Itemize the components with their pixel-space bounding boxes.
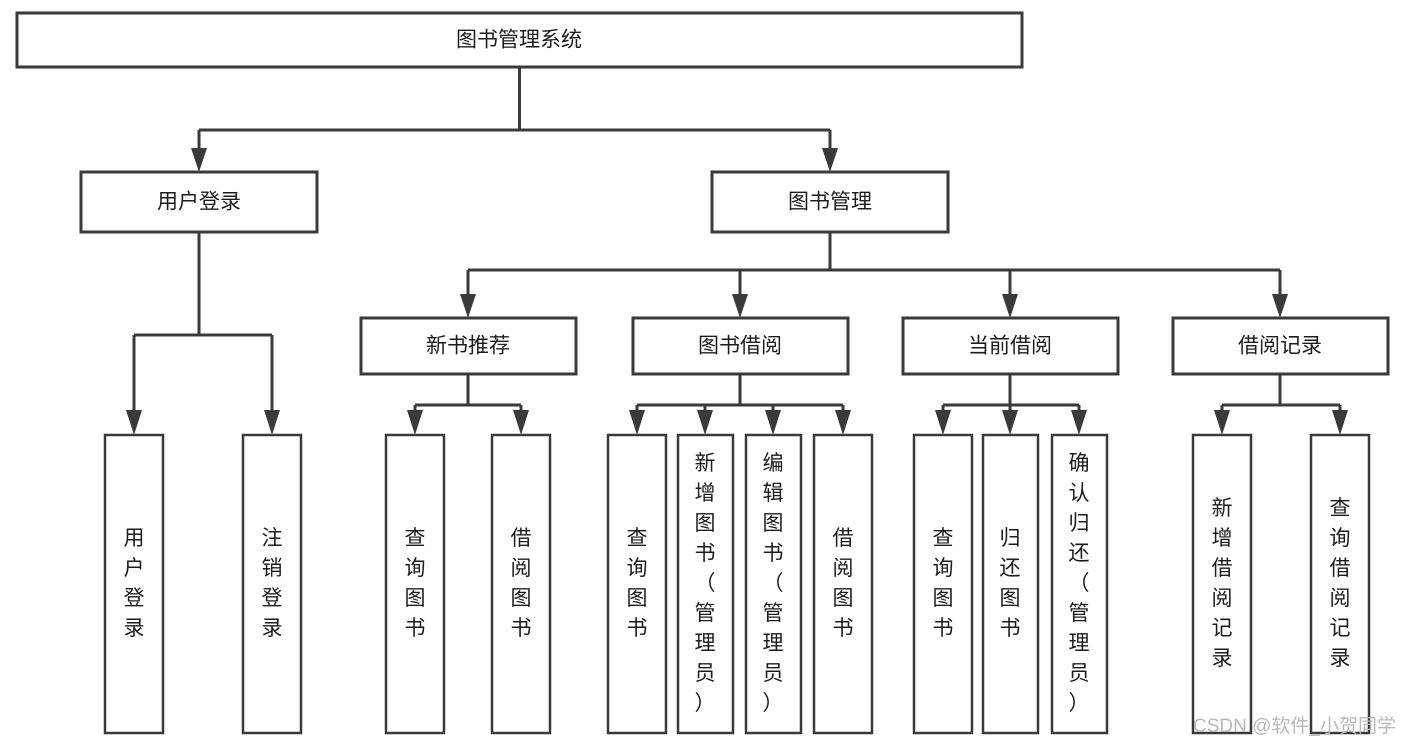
leaf-current-borrow-1-box[interactable] [981, 433, 1040, 735]
node-borrow-record-box[interactable] [1171, 316, 1390, 376]
node-root-label: 图书管理系统 [456, 29, 582, 52]
node-user-login-label: 用户登录 [157, 191, 241, 214]
arrow-to-user-login [191, 148, 207, 172]
leaf-user-login-0[interactable]: 用户登录 [103, 433, 165, 735]
leaf-borrow-record-1-box[interactable] [1309, 433, 1371, 735]
leaf-current-borrow-1-label: 归还图书 [1000, 527, 1021, 640]
node-borrow-record[interactable]: 借阅记录 [1171, 316, 1390, 376]
arrow-current-child-2 [1071, 410, 1087, 435]
leaf-current-borrow-0[interactable]: 查询图书 [912, 433, 974, 735]
node-new-book-recommend-box[interactable] [359, 316, 578, 376]
leaf-book-borrow-2[interactable]: 编辑图书（管理员） [744, 433, 803, 735]
arrow-borrow-child-1 [697, 410, 713, 435]
leaf-recommend-0[interactable]: 查询图书 [384, 433, 446, 735]
leaf-book-borrow-2-box[interactable] [744, 433, 803, 735]
node-user-login-box[interactable] [79, 170, 319, 234]
node-book-borrow[interactable]: 图书借阅 [631, 316, 850, 376]
arrow-level3-3 [1272, 294, 1288, 318]
node-new-book-recommend-label: 新书推荐 [426, 335, 510, 358]
leaf-borrow-record-0[interactable]: 新增借阅记录 [1191, 433, 1253, 735]
leaf-book-borrow-0-box[interactable] [606, 433, 668, 735]
leaf-book-borrow-1-box[interactable] [676, 433, 735, 735]
leaf-recommend-1[interactable]: 借阅图书 [490, 433, 552, 735]
arrow-current-child-0 [935, 410, 951, 435]
leaf-book-borrow-0-label: 查询图书 [627, 527, 648, 640]
leaf-borrow-record-1-label: 查询借阅记录 [1330, 497, 1351, 670]
leaf-current-borrow-2-box[interactable] [1050, 433, 1109, 735]
leaf-book-borrow-1[interactable]: 新增图书（管理员） [676, 433, 735, 735]
node-book-manage[interactable]: 图书管理 [710, 170, 950, 234]
node-root[interactable]: 图书管理系统 [15, 11, 1024, 69]
leaf-borrow-record-0-label: 新增借阅记录 [1212, 497, 1233, 670]
arrow-level3-2 [1002, 294, 1018, 318]
arrow-recommend-child-1 [513, 410, 529, 435]
node-current-borrow-box[interactable] [901, 316, 1120, 376]
leaf-book-borrow-1-label: 新增图书（管理员） [695, 452, 716, 715]
watermark-label: CSDN @软件_小贺同学 [1193, 715, 1396, 737]
arrow-borrow-child-3 [835, 410, 851, 435]
arrow-record-child-1 [1332, 410, 1348, 435]
node-book-borrow-label: 图书借阅 [698, 335, 782, 358]
arrow-level3-1 [732, 294, 748, 318]
arrow-to-book-manage [822, 148, 838, 172]
leaf-borrow-record-0-box[interactable] [1191, 433, 1253, 735]
leaf-book-borrow-3[interactable]: 借阅图书 [812, 433, 874, 735]
arrow-user-login-child-0 [126, 410, 142, 435]
leaf-recommend-1-box[interactable] [490, 433, 552, 735]
node-borrow-record-label: 借阅记录 [1238, 335, 1322, 358]
leaf-current-borrow-0-box[interactable] [912, 433, 974, 735]
arrow-level3-0 [460, 294, 476, 318]
leaf-current-borrow-0-label: 查询图书 [933, 527, 954, 640]
leaf-user-login-0-label: 用户登录 [124, 527, 145, 640]
node-book-borrow-box[interactable] [631, 316, 850, 376]
leaf-borrow-record-1[interactable]: 查询借阅记录 [1309, 433, 1371, 735]
leaf-book-borrow-3-box[interactable] [812, 433, 874, 735]
leaf-current-borrow-2[interactable]: 确认归还（管理员） [1050, 433, 1109, 735]
leaf-recommend-0-label: 查询图书 [405, 527, 426, 640]
arrow-borrow-child-0 [629, 410, 645, 435]
node-current-borrow-label: 当前借阅 [968, 335, 1052, 358]
arrow-borrow-child-2 [765, 410, 781, 435]
arrow-user-login-child-1 [264, 410, 280, 435]
leaf-user-login-1-label: 注销登录 [262, 527, 283, 640]
node-new-book-recommend[interactable]: 新书推荐 [359, 316, 578, 376]
leaf-user-login-1-box[interactable] [241, 433, 303, 735]
leaf-recommend-1-label: 借阅图书 [511, 527, 532, 640]
leaf-current-borrow-2-label: 确认归还（管理员） [1069, 452, 1090, 715]
arrow-recommend-child-0 [407, 410, 423, 435]
node-root-box[interactable] [15, 11, 1024, 69]
leaf-user-login-0-box[interactable] [103, 433, 165, 735]
leaf-user-login-1[interactable]: 注销登录 [241, 433, 303, 735]
leaf-current-borrow-1[interactable]: 归还图书 [981, 433, 1040, 735]
connector-layer [126, 67, 1348, 435]
node-book-manage-label: 图书管理 [788, 191, 872, 214]
leaf-book-borrow-0[interactable]: 查询图书 [606, 433, 668, 735]
arrow-record-child-0 [1214, 410, 1230, 435]
node-user-login[interactable]: 用户登录 [79, 170, 319, 234]
node-book-manage-box[interactable] [710, 170, 950, 234]
arrow-current-child-1 [1002, 410, 1018, 435]
leaf-book-borrow-2-label: 编辑图书（管理员） [763, 452, 784, 715]
leaf-recommend-0-box[interactable] [384, 433, 446, 735]
leaf-book-borrow-3-label: 借阅图书 [833, 527, 854, 640]
node-current-borrow[interactable]: 当前借阅 [901, 316, 1120, 376]
